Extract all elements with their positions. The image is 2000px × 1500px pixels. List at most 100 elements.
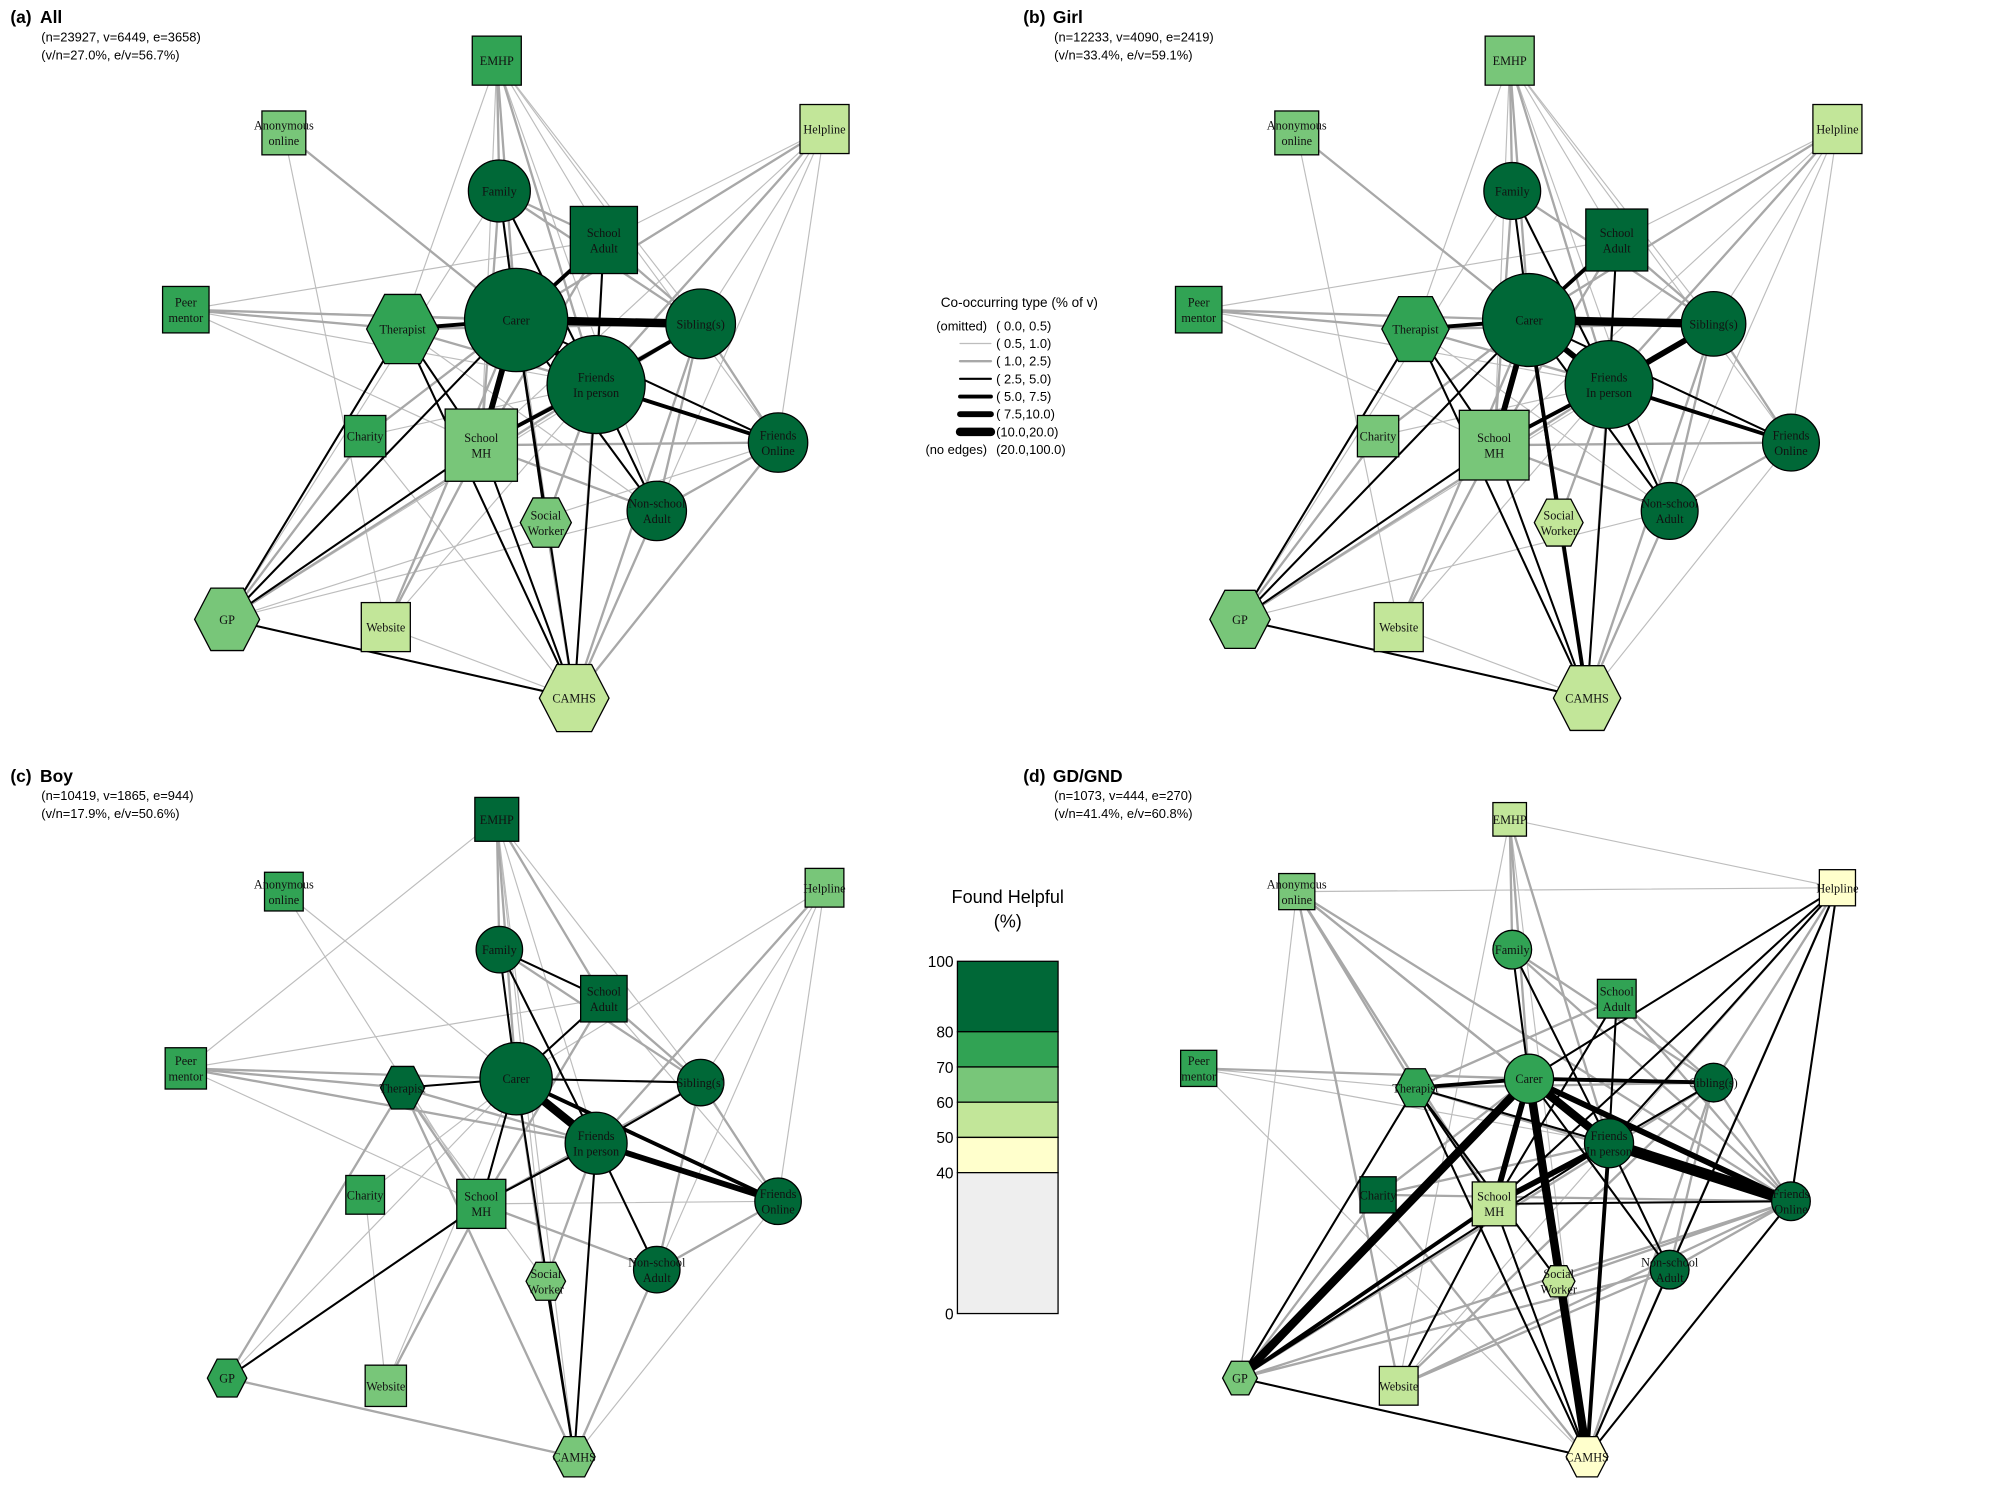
node-label: Friends	[1773, 428, 1810, 442]
edge	[1527, 1076, 1716, 1085]
node-helpline: Helpline	[799, 103, 850, 155]
node-label: Non-school	[1641, 1255, 1699, 1269]
node-sibling-s: Sibling(s)	[665, 288, 737, 360]
node-helpline: Helpline	[1816, 869, 1859, 907]
color-band	[956, 1101, 1059, 1139]
node-family: Family	[1483, 161, 1542, 220]
edge	[1789, 886, 1839, 1203]
circle-node-shape	[1649, 1249, 1690, 1290]
edge	[1790, 128, 1838, 444]
circle-node-shape	[1481, 272, 1577, 368]
node-carer: Carer	[463, 267, 569, 373]
hexagon-node-shape	[1533, 498, 1584, 547]
edge	[544, 1280, 576, 1458]
edge	[1398, 818, 1511, 1387]
color-legend-tick: 40	[936, 1165, 953, 1182]
edge	[656, 887, 826, 1271]
node-label: CAMHS	[552, 692, 596, 706]
edge-legend-note: (omitted)	[936, 318, 987, 333]
node-gp: GP	[1209, 589, 1271, 650]
edge	[700, 887, 826, 1084]
square-node-shape	[1378, 1365, 1419, 1406]
edge	[226, 327, 404, 621]
node-label: Sibling(s)	[1689, 1076, 1737, 1090]
edge	[226, 318, 518, 621]
node-emhp: EMHP	[1484, 35, 1535, 86]
edge	[1376, 1193, 1793, 1203]
node-label: Adult	[1656, 1271, 1685, 1285]
node-label: Helpline	[803, 123, 846, 137]
network-panel-girl: (b)Girl(n=12233, v=4090, e=2419)(v/n=33.…	[1023, 7, 1863, 732]
panel-stats-ratios: (v/n=41.4%, e/v=60.8%)	[1054, 806, 1192, 821]
node-sibling-s: Sibling(s)	[1689, 1062, 1738, 1103]
node-label: Friends	[760, 1187, 797, 1201]
edge	[480, 441, 780, 447]
node-label: Anonymous	[1267, 119, 1327, 133]
edge	[1509, 60, 1715, 325]
edge	[1712, 1081, 1793, 1203]
node-helpline: Helpline	[803, 867, 846, 908]
node-emhp: EMHP	[1492, 801, 1528, 837]
square-node-shape	[1274, 110, 1320, 156]
node-label: Friends	[1773, 1187, 1810, 1201]
edge	[226, 510, 658, 620]
node-label: Adult	[1603, 1000, 1632, 1014]
node-sibling-s: Sibling(s)	[676, 1058, 725, 1107]
node-label: Social	[530, 508, 561, 522]
edge	[594, 127, 826, 386]
edge	[1509, 60, 1792, 444]
circle-node-shape	[546, 334, 646, 435]
node-label: Family	[482, 184, 518, 198]
node-label: EMHP	[1493, 54, 1527, 68]
square-node-shape	[569, 205, 639, 275]
nodes: EMHPAnonymousonlineHelplineFamilySchoolA…	[161, 35, 850, 733]
square-node-shape	[1174, 285, 1223, 334]
square-node-shape	[444, 408, 519, 482]
panel-title: Boy	[40, 766, 73, 786]
node-label: Adult	[590, 241, 619, 255]
edge	[1603, 1137, 1797, 1207]
node-label: Anonymous	[254, 877, 314, 891]
square-node-shape	[1356, 414, 1400, 458]
edge	[1509, 818, 1838, 889]
node-label: MH	[1484, 1205, 1504, 1219]
node-label: In person	[573, 1144, 619, 1158]
node-therapist: Therapist	[365, 293, 440, 365]
circle-node-shape	[564, 1111, 628, 1175]
node-label: Worker	[528, 1283, 564, 1297]
edge	[480, 128, 826, 446]
edge	[1526, 1075, 1794, 1205]
edge	[514, 1076, 780, 1204]
panel-stats-counts: (n=10419, v=1865, e=944)	[41, 788, 193, 803]
node-label: EMHP	[1493, 813, 1527, 827]
edge	[1668, 886, 1839, 1271]
edge	[573, 1142, 598, 1458]
node-label: Therapist	[379, 1081, 426, 1095]
edge-legend-range: ( 5.0, 7.5)	[996, 389, 1051, 404]
node-label: Charity	[347, 430, 385, 444]
edge	[364, 1194, 387, 1387]
edge	[283, 891, 482, 1205]
edge-legend-range: (10.0,20.0)	[996, 424, 1058, 439]
node-label: MH	[471, 446, 491, 460]
edge	[496, 818, 702, 1084]
node-label: Non-school	[628, 1255, 686, 1269]
node-label: Social	[530, 1267, 561, 1281]
network-panel-boy: (c)Boy(n=10419, v=1865, e=944)(v/n=17.9%…	[10, 766, 846, 1478]
hexagon-node-shape	[1541, 1265, 1576, 1298]
node-label: Adult	[1656, 512, 1685, 526]
node-label: School	[587, 226, 622, 240]
node-label: Carer	[503, 314, 530, 328]
node-label: Peer	[1188, 1054, 1210, 1068]
edge	[283, 891, 517, 1080]
edge	[1197, 1067, 1531, 1080]
edge	[184, 308, 518, 322]
node-label: School	[464, 431, 499, 445]
node-label: Adult	[590, 1000, 619, 1014]
